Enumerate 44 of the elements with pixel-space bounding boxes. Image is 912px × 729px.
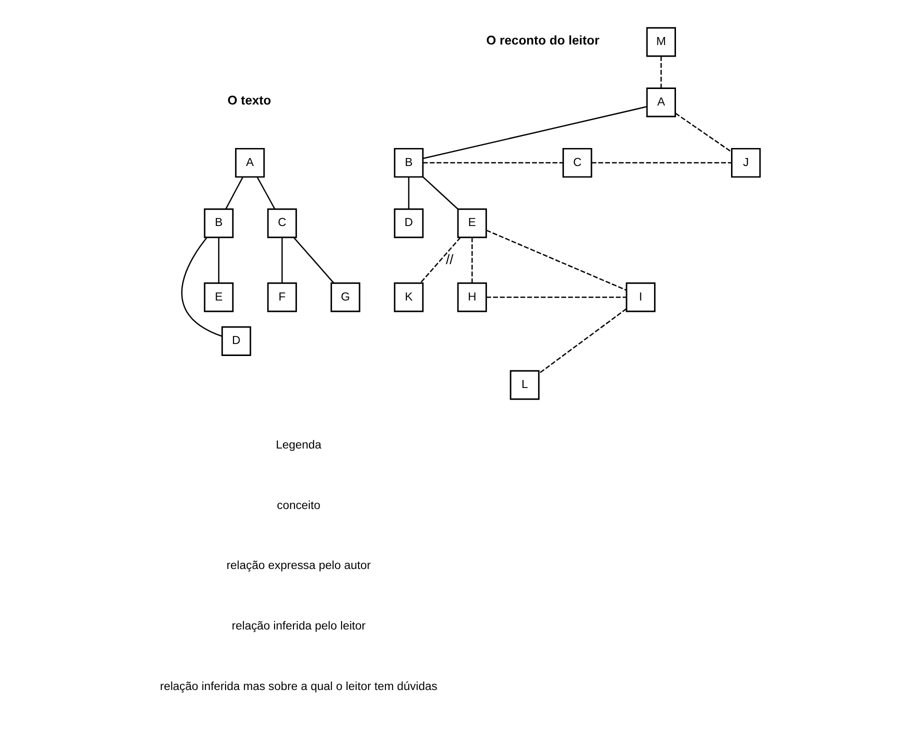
connector bbox=[218, 237, 219, 283]
node-box: D bbox=[393, 208, 424, 238]
node-box: C bbox=[266, 208, 296, 238]
legend-label: relação inferida mas sobre a qual o leitor tem dúvidas bbox=[159, 680, 437, 694]
connector bbox=[538, 308, 626, 374]
label: O reconto do leitor bbox=[486, 33, 599, 48]
node-box: E bbox=[203, 282, 234, 312]
node-box: B bbox=[393, 148, 424, 178]
connector bbox=[470, 237, 472, 283]
node-box: B bbox=[203, 208, 234, 238]
connector bbox=[590, 162, 732, 164]
node-box: D bbox=[220, 326, 251, 356]
node-box: C bbox=[562, 148, 592, 178]
node-box: L bbox=[509, 370, 540, 400]
connector bbox=[280, 237, 282, 283]
connector bbox=[486, 296, 626, 298]
connector bbox=[660, 56, 662, 88]
label: Legenda bbox=[275, 438, 321, 452]
node-box: K bbox=[393, 282, 424, 312]
node-box: J bbox=[730, 148, 760, 178]
connector bbox=[420, 237, 460, 284]
node-box: A bbox=[646, 88, 676, 118]
node-box: F bbox=[266, 282, 296, 312]
legend-label: relação inferida pelo leitor bbox=[231, 620, 366, 633]
node-box: E bbox=[456, 208, 486, 238]
connector bbox=[486, 230, 626, 291]
node-box: A bbox=[234, 148, 264, 178]
connector bbox=[408, 177, 409, 210]
connector bbox=[256, 176, 275, 210]
connector bbox=[292, 237, 334, 284]
node-box: G bbox=[330, 282, 360, 312]
node-box: H bbox=[456, 282, 486, 312]
connector bbox=[224, 176, 243, 210]
connector bbox=[422, 162, 563, 164]
connector bbox=[422, 106, 646, 160]
connector bbox=[180, 237, 222, 337]
legend-label: relação expressa pelo autor bbox=[226, 559, 370, 572]
node-box: I bbox=[625, 282, 656, 312]
connector bbox=[674, 112, 732, 153]
edge-label: // bbox=[445, 252, 453, 267]
legend-label: conceito bbox=[276, 498, 320, 512]
label: O texto bbox=[227, 94, 271, 108]
connector bbox=[422, 176, 458, 210]
node-box: M bbox=[646, 27, 676, 57]
